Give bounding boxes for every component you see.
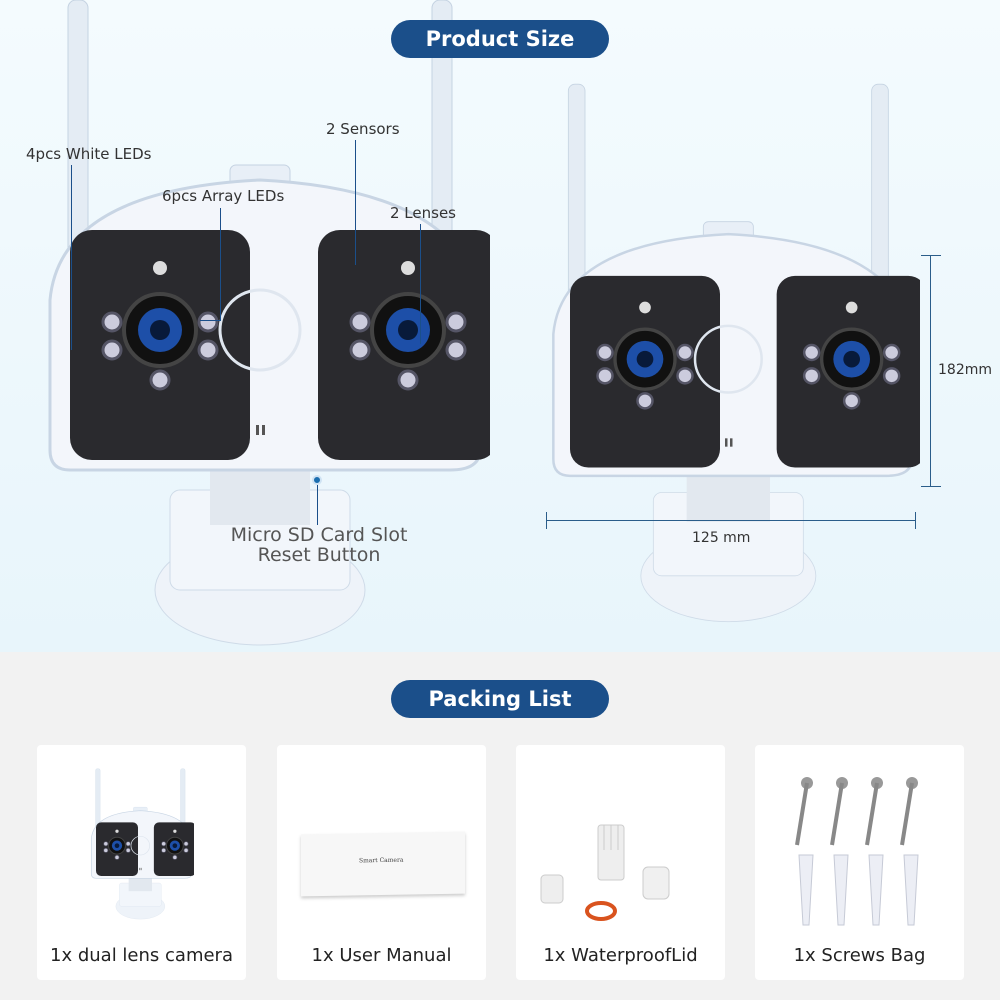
dimension-tick	[546, 512, 547, 529]
anchor-icon	[833, 854, 849, 926]
width-dimension: 125 mm	[692, 530, 751, 546]
manual-image: Smart Camera	[301, 831, 465, 897]
leader-line	[200, 320, 221, 321]
screw-icon	[830, 777, 848, 846]
manual-title: Smart Camera	[359, 856, 404, 865]
item-label: 1x WaterproofLid	[543, 945, 698, 966]
leader-line	[355, 140, 356, 265]
item-label: 1x Screws Bag	[793, 945, 926, 966]
dimension-tick	[921, 486, 941, 487]
packing-item-camera: 1x dual lens camera	[37, 745, 246, 980]
item-label: 1x User Manual	[311, 945, 452, 966]
camera-icon	[48, 0, 498, 646]
packing-list-heading: Packing List	[391, 680, 609, 718]
screw-icon	[900, 777, 918, 846]
anchor-icon	[798, 854, 814, 926]
dimension-tick	[915, 512, 916, 529]
height-dimension-line	[930, 255, 931, 487]
product-size-heading: Product Size	[391, 20, 609, 58]
anchor-icon	[868, 854, 884, 926]
screw-icon	[865, 777, 883, 846]
width-dimension-line	[546, 520, 916, 521]
height-dimension: 182mm	[938, 362, 992, 378]
packing-item-manual: Smart Camera 1x User Manual	[277, 745, 486, 980]
leader-line	[220, 208, 221, 321]
label-array-leds: 6pcs Array LEDs	[162, 187, 285, 205]
screw-icon	[795, 777, 813, 846]
dimension-tick	[921, 255, 941, 256]
packing-item-waterproof-lid: 1x WaterproofLid	[516, 745, 725, 980]
anchor-icon	[903, 854, 919, 926]
label-sd-slot: Micro SD Card Slot	[230, 524, 408, 546]
camera-icon	[552, 83, 927, 623]
camera-front-annotated	[40, 0, 498, 650]
leader-line	[420, 224, 421, 344]
packing-item-screws-bag: 1x Screws Bag	[755, 745, 964, 980]
label-reset-button: Reset Button	[257, 544, 381, 566]
leader-line	[317, 485, 318, 525]
camera-front-dimensioned	[545, 70, 927, 640]
item-label: 1x dual lens camera	[50, 945, 233, 966]
camera-icon	[90, 768, 196, 920]
camera-thumbnail	[89, 767, 196, 922]
waterproof-lid-image	[540, 824, 670, 921]
label-white-leds: 4pcs White LEDs	[26, 145, 152, 163]
screws-image	[795, 777, 919, 926]
leader-line	[71, 165, 72, 350]
label-lenses: 2 Lenses	[390, 204, 456, 222]
sd-slot-marker	[312, 475, 322, 485]
label-sensors: 2 Sensors	[326, 120, 400, 138]
